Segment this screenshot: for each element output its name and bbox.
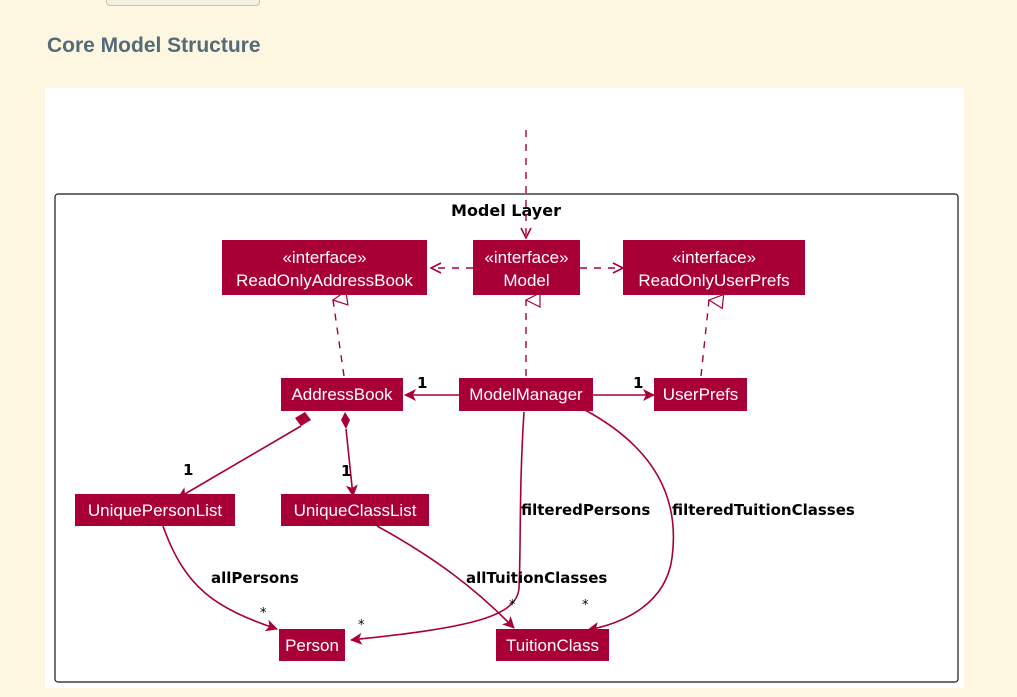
filteredpersons-edge: [350, 411, 525, 645]
uniqueclasslist-class: UniqueClassList: [281, 494, 429, 526]
readonlyaddressbook-interface: «interface» ReadOnlyAddressBook: [222, 240, 427, 295]
addressbook-realizes-edge: [333, 300, 344, 377]
readonlyaddressbook-name: ReadOnlyAddressBook: [236, 271, 413, 290]
addressbook-to-uniqueclasslist-edge: [345, 428, 358, 497]
addressbook-multiplicity: 1: [417, 374, 427, 392]
filteredpersons-label: filteredPersons: [521, 501, 650, 519]
alltuitionclasses-edge: [376, 525, 515, 629]
person-class: Person: [279, 629, 345, 661]
uniquepersonlist-name: UniquePersonList: [88, 501, 222, 520]
addressbook-class: AddressBook: [281, 378, 403, 411]
uniquepersonlist-class: UniquePersonList: [75, 494, 235, 526]
addressbook-to-uniquepersonlist-edge: [177, 425, 302, 499]
modelmanager-class: ModelManager: [459, 378, 593, 411]
uniqueclasslist-multiplicity: 1: [341, 462, 351, 480]
userprefs-name: UserPrefs: [663, 385, 739, 404]
uniquepersonlist-multiplicity: 1: [183, 461, 193, 479]
person-multiplicity-manager: *: [358, 618, 365, 633]
tuitionclass-class: TuitionClass: [496, 629, 609, 661]
model-layer-title: Model Layer: [451, 201, 561, 220]
userprefs-class: UserPrefs: [654, 378, 747, 411]
filteredtuitionclasses-edge: [584, 409, 675, 634]
allpersons-edge: [162, 525, 278, 632]
tuition-multiplicity-list: *: [509, 598, 516, 613]
diagram-svg: Model Layer «interface» ReadOnlyAddressB…: [54, 130, 959, 683]
uniqueclasslist-name: UniqueClassList: [294, 501, 417, 520]
model-interface: «interface» Model: [473, 240, 580, 295]
readonlyuserprefs-stereotype: «interface»: [672, 248, 756, 267]
section-title: Core Model Structure: [47, 34, 261, 57]
readonlyaddressbook-stereotype: «interface»: [282, 248, 366, 267]
class-diagram: Model Layer «interface» ReadOnlyAddressB…: [45, 88, 964, 688]
userprefs-realizes-edge: [700, 300, 709, 377]
composition-diamond: [295, 412, 311, 426]
top-button-partial[interactable]: [106, 0, 260, 6]
composition-diamond: [341, 412, 350, 429]
readonlyuserprefs-interface: «interface» ReadOnlyUserPrefs: [623, 240, 805, 295]
tuitionclass-name: TuitionClass: [506, 636, 599, 655]
person-multiplicity-list: *: [260, 606, 267, 621]
person-name: Person: [285, 636, 339, 655]
userprefs-multiplicity: 1: [633, 374, 643, 392]
tuition-multiplicity-manager: *: [582, 598, 589, 613]
model-layer-frame: [54, 193, 959, 683]
model-name: Model: [503, 271, 549, 290]
allpersons-label: allPersons: [211, 569, 299, 587]
addressbook-name: AddressBook: [291, 385, 393, 404]
model-stereotype: «interface»: [484, 248, 568, 267]
modelmanager-name: ModelManager: [469, 385, 583, 404]
readonlyuserprefs-name: ReadOnlyUserPrefs: [638, 271, 789, 290]
alltuitionclasses-label: allTuitionClasses: [466, 569, 607, 587]
filteredtuitionclasses-label: filteredTuitionClasses: [672, 501, 855, 519]
